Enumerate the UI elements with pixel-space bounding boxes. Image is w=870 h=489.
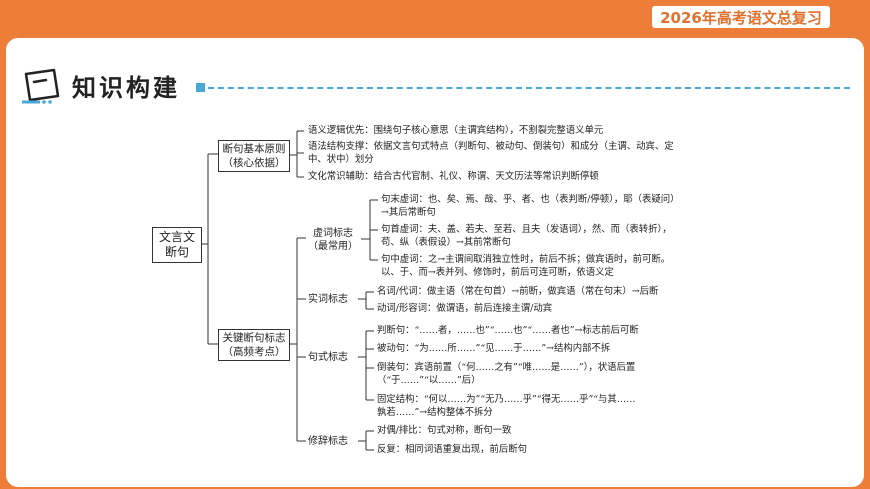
marker-group-label: 修辞标志 xyxy=(308,435,348,448)
principle-item: 语法结构支撑：依据文言句式特点（判断句、被动句、倒装句）和成分（主谓、动宾、定中… xyxy=(308,141,674,166)
line-text: 以、于、而→表并列、修饰时，前后可连可断，依语义定 xyxy=(381,266,614,278)
marker-item: 倒装句：宾语前置（“何……之有”“唯……是……”），状语后置（“于……”“以……… xyxy=(377,362,635,387)
marker-group-label: 实词标志 xyxy=(308,293,348,306)
line-text: 中、状中）划分 xyxy=(308,153,374,165)
root-node: 文言文断句 xyxy=(152,227,202,263)
line-text: 孰若……”→结构整体不拆分 xyxy=(377,406,493,418)
marker-item: 句首虚词：夫、盖、若夫、至若、且夫（发语词），然、而（表转折），苟、纵（表假设）… xyxy=(381,224,672,249)
line-text: 断句 xyxy=(164,245,189,259)
line-text: 反复：相同词语重复出现，前后断句 xyxy=(377,444,528,455)
marker-item: 对偶/排比：句式对称，断句一致 xyxy=(377,425,511,438)
marker-item: 句中虚词：之→主谓间取消独立性时，前后不拆；做宾语时，前可断。以、于、而→表并列… xyxy=(381,254,670,279)
marker-item: 名词/代词：做主语（常在句首）→前断，做宾语（常在句末）→后断 xyxy=(377,286,658,299)
markers-node: 关键断句标志 （高频考点） xyxy=(218,329,290,361)
line-text: 被动句：“为……所……”“见……于……”→结构内部不拆 xyxy=(377,343,611,354)
line-text: 倒装句：宾语前置（“何……之有”“唯……是……”），状语后置 xyxy=(377,362,636,373)
marker-group-label: 虚词标志 （最常用） xyxy=(308,227,358,253)
line-text: （高频考点） xyxy=(222,346,286,358)
line-text: 句中虚词：之→主谓间取消独立性时，前后不拆；做宾语时，前可断。 xyxy=(381,254,671,265)
line-text: 固定结构：“何以……为”“无乃……乎”“得无……乎”“与其…… xyxy=(377,394,636,405)
line-text: 语法结构支撑：依据文言句式特点（判断句、被动句、倒装句）和成分（主谓、动宾、定 xyxy=(308,141,674,152)
line-text: 苟、纵（表假设）→其前常断句 xyxy=(381,236,511,248)
marker-item: 固定结构：“何以……为”“无乃……乎”“得无……乎”“与其……孰若……”→结构整… xyxy=(377,394,636,419)
line-text: 动词/形容词：做谓语，前后连接主谓/动宾 xyxy=(377,303,553,314)
section-header: 知识构建 xyxy=(20,66,850,106)
line-text: 句末虚词：也、矣、焉、哉、乎、者、也（表判断/停顿），耶（表疑问） xyxy=(381,194,680,205)
principle-item: 语义逻辑优先：围绕句子核心意思（主谓宾结构），不割裂完整语义单元 xyxy=(308,125,603,138)
line-text: 文化常识辅助：结合古代官制、礼仪、称谓、天文历法等常识判断停顿 xyxy=(308,171,599,182)
principle-item: 文化常识辅助：结合古代官制、礼仪、称谓、天文历法等常识判断停顿 xyxy=(308,171,599,184)
line-text: 关键断句标志 xyxy=(222,332,286,344)
line-text: 句首虚词：夫、盖、若夫、至若、且夫（发语词），然、而（表转折）， xyxy=(381,224,672,235)
line-text: 名词/代词：做主语（常在句首）→前断，做宾语（常在句末）→后断 xyxy=(377,286,659,297)
section-title: 知识构建 xyxy=(72,74,180,102)
marker-item: 句末虚词：也、矣、焉、哉、乎、者、也（表判断/停顿），耶（表疑问）→其后常断句 xyxy=(381,194,679,219)
content-card: 知识构建 xyxy=(6,38,864,487)
line-text: 修辞标志 xyxy=(308,436,348,447)
marker-item: 被动句：“为……所……”“见……于……”→结构内部不拆 xyxy=(377,343,610,356)
line-text: 文言文 xyxy=(158,230,195,244)
line-text: 对偶/排比：句式对称，断句一致 xyxy=(377,425,512,436)
line-text: 句式标志 xyxy=(308,352,348,363)
course-badge: 2026年高考语文总复习 xyxy=(652,6,830,28)
line-text: 虚词标志 xyxy=(313,228,353,239)
line-text: （“于……”“以……”后） xyxy=(377,374,481,386)
line-text: （最常用） xyxy=(308,241,358,252)
marker-item: 反复：相同词语重复出现，前后断句 xyxy=(377,444,527,457)
line-text: 断句基本原则 xyxy=(222,143,286,155)
title-dashed-rule xyxy=(198,87,850,89)
marker-item: 动词/形容词：做谓语，前后连接主谓/动宾 xyxy=(377,303,552,316)
marker-item: 判断句：“……者，……也”“……也”“……者也”→标志前后可断 xyxy=(377,325,639,338)
line-text: （核心依据） xyxy=(222,157,286,169)
line-text: 判断句：“……者，……也”“……也”“……者也”→标志前后可断 xyxy=(377,325,639,336)
marker-group-label: 句式标志 xyxy=(308,351,348,364)
line-text: 语义逻辑优先：围绕句子核心意思（主谓宾结构），不割裂完整语义单元 xyxy=(308,125,604,136)
line-text: 实词标志 xyxy=(308,294,348,305)
line-text: →其后常断句 xyxy=(381,206,436,218)
principles-node: 断句基本原则 （核心依据） xyxy=(218,140,290,172)
knowledge-icon xyxy=(22,68,60,104)
